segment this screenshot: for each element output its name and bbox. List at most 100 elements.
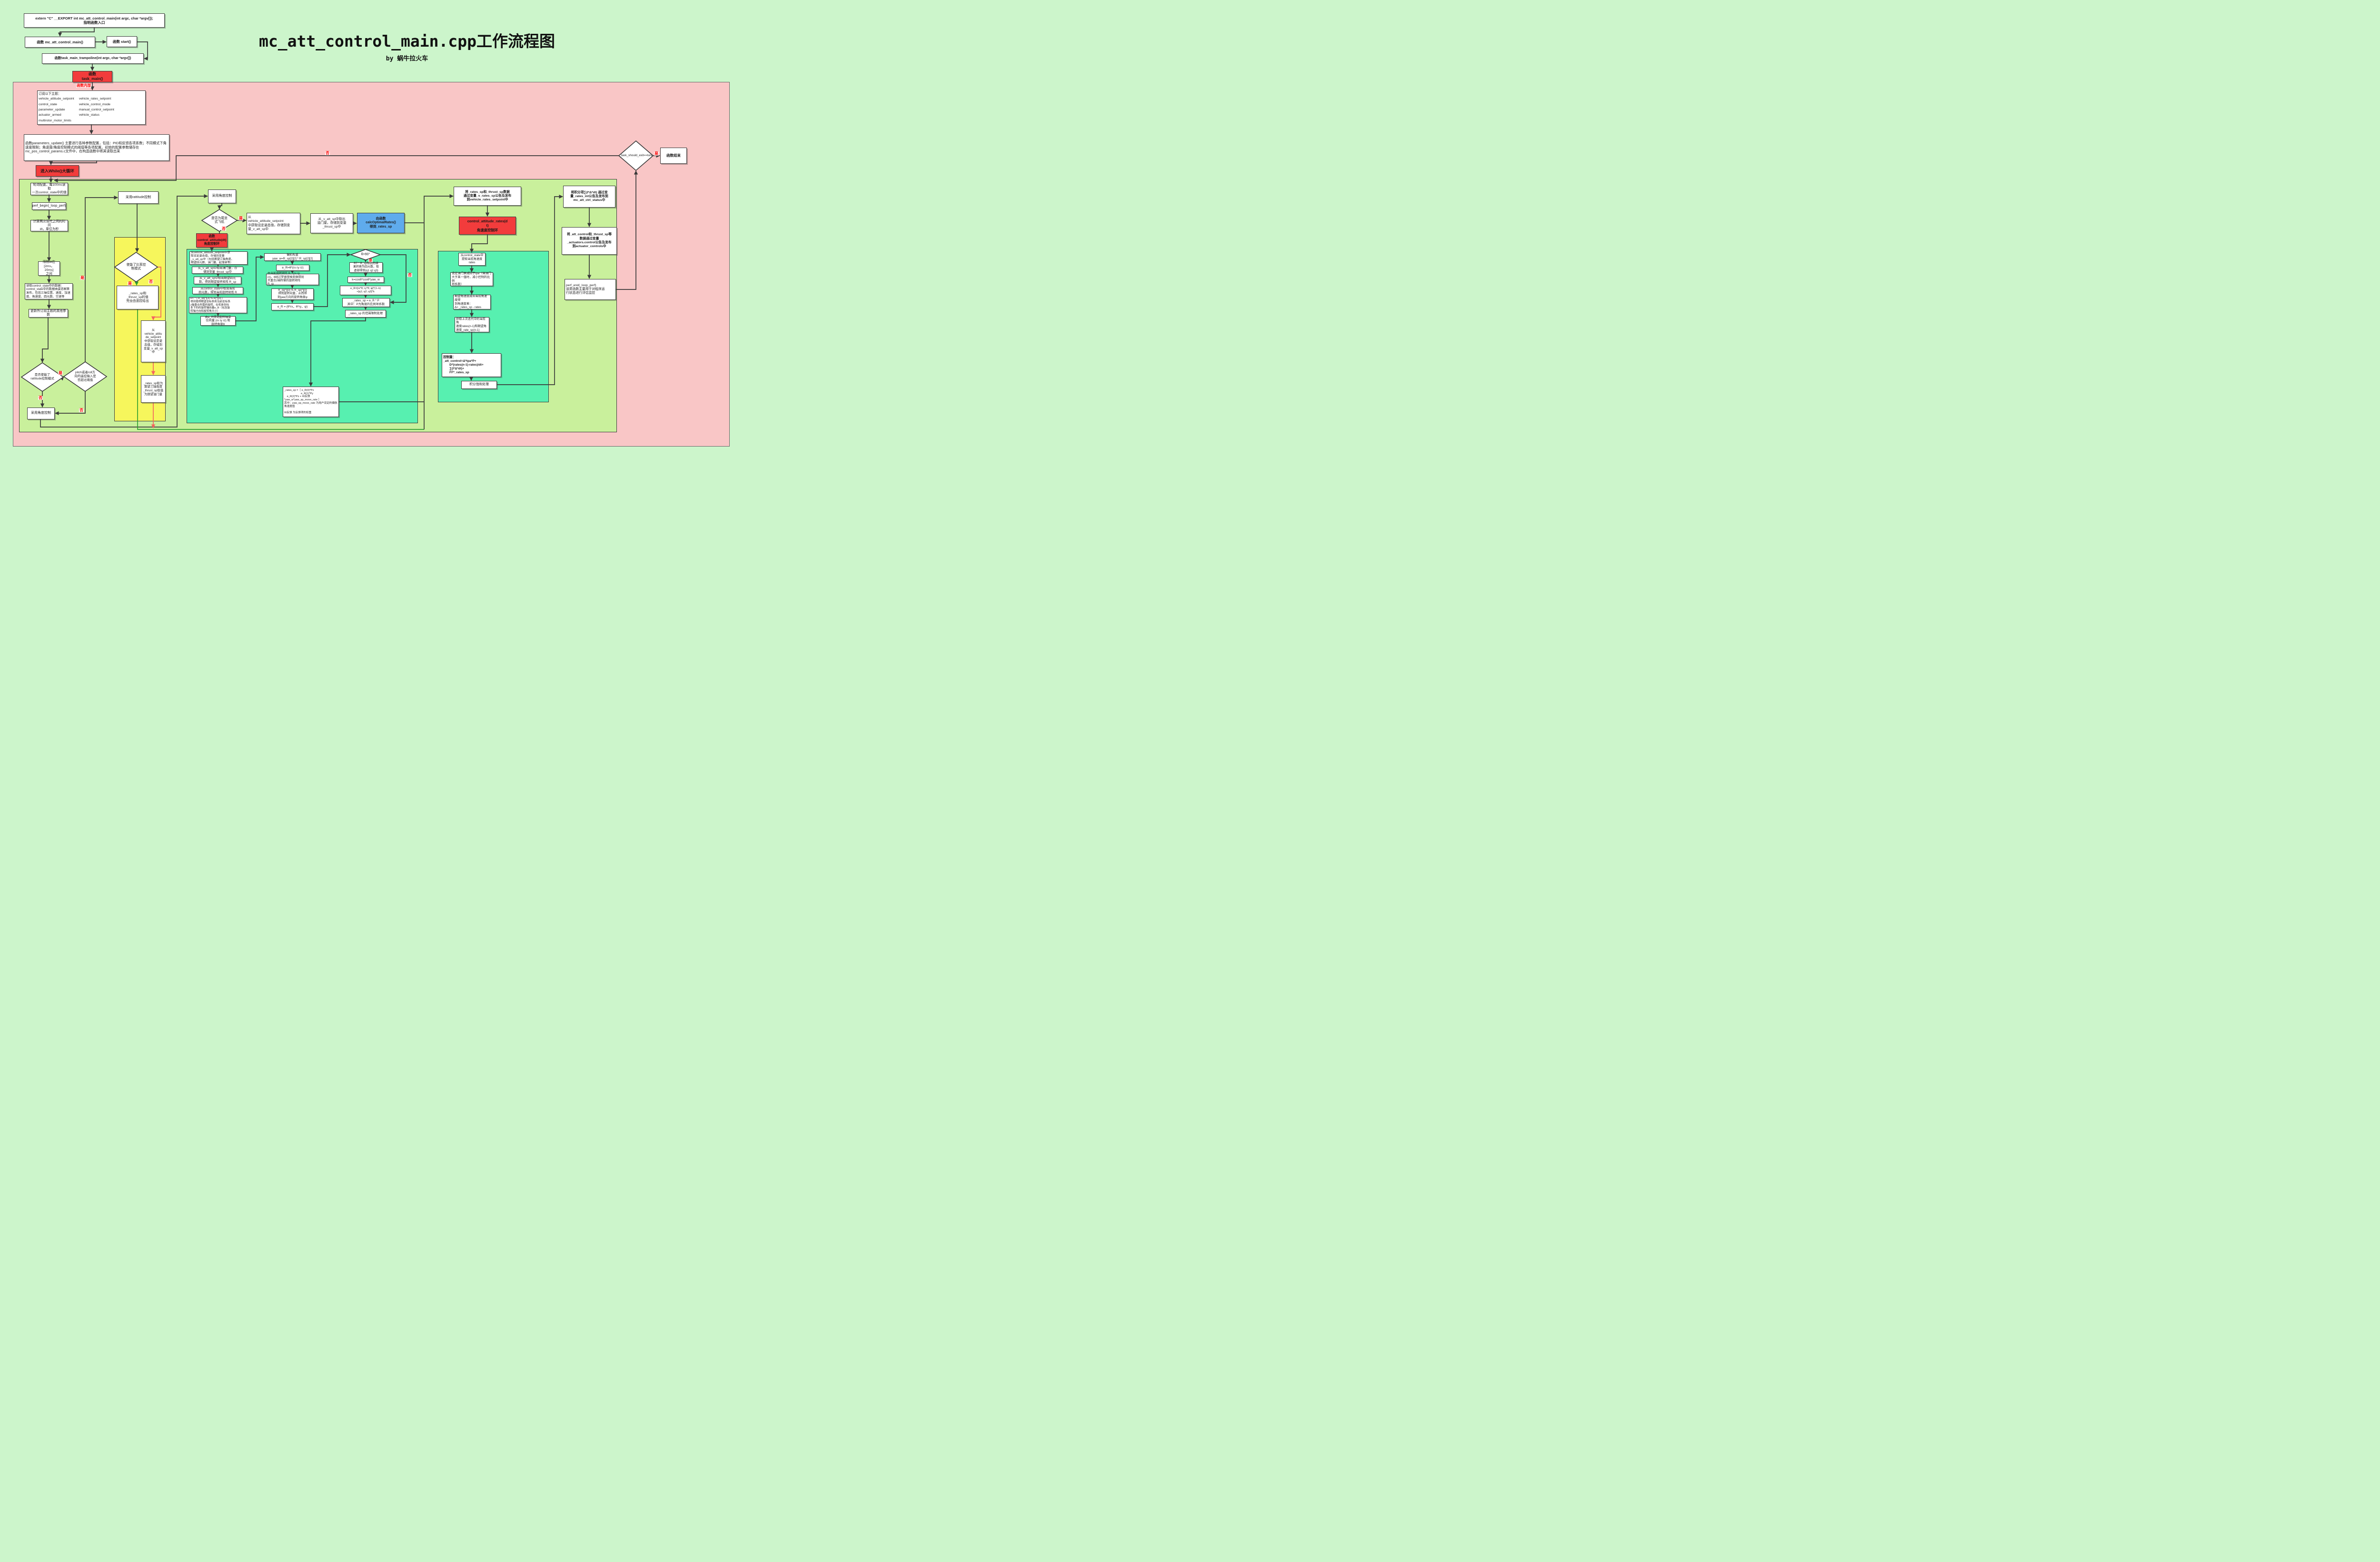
node-att-er-calc: RT * ( R_sp[*][3] % R[*][3] ) 得到使得期望坐标系和… bbox=[189, 297, 247, 313]
node-rates-mode-enabled-shape bbox=[114, 252, 159, 282]
node-fn-task-main-trampoline: 函数task_main_trampoline(int argc, char *a… bbox=[42, 53, 144, 64]
node-rattitude-enabled-shape bbox=[20, 362, 64, 392]
node-parameters-update: 函数parameters_update() 主要进行各种参数配置，包括：PID和… bbox=[24, 134, 169, 161]
edge-c5-to-formula bbox=[308, 318, 366, 387]
node-extern-entry: extern "C" __EXPORT int mc_att_control_m… bbox=[24, 13, 165, 28]
edge-d2-yes-rattitude bbox=[85, 195, 118, 362]
topic-item: actuator_armed bbox=[39, 113, 61, 117]
node-subscribe-topics-title: 订阅以下主题： bbox=[39, 92, 61, 96]
node-att-get-rsp: 从_v_att_sp中取出期望四元 数，得到期望旋转矩阵 R_sp bbox=[194, 277, 241, 284]
node-quat-imag: RT * R_sp得到的结 果转换为四元数，取 虚部得到(q1 q2 q3) bbox=[349, 262, 383, 273]
topic-item: vehicle_attitude_setpoint bbox=[39, 97, 74, 101]
node-task-should-exit: _task_should_exit==ture bbox=[619, 154, 653, 158]
node-stick-threshold: pitch或者roll方 向的遥控输入是 否超过阈值 bbox=[74, 371, 96, 382]
node-use-rattitude-control: 采用rattitude控制 bbox=[118, 191, 159, 204]
node-calc-dt: 计算两次迭代之间的时间 dt，单位为秒 bbox=[30, 220, 68, 231]
edge-b5-to-theta bbox=[314, 252, 351, 307]
flowchart-page: mc_att_control_main.cpp工作流程图 by 蜗牛拉火车 ex… bbox=[0, 0, 746, 457]
edge-perfend-to-exit bbox=[616, 170, 638, 290]
node-limit-dt: 限制dt在 [2ms，20ms] 之间 bbox=[38, 260, 60, 276]
edge-midangle-to-tailsitter bbox=[217, 203, 222, 209]
topic-item: multirotor_motor_limits bbox=[39, 119, 71, 122]
topic-item: parameter_update bbox=[39, 108, 65, 111]
node-publish-rates-int: 将积分项∑(I*Δ*dt) 通过变 量_rates_int公告及发布到 mc_a… bbox=[563, 186, 615, 208]
node-publish-actuators: 将_att_control和_thrust_sp等 数据通过变量 _actuat… bbox=[562, 227, 617, 255]
node-er-combined: e_R = (θ*rx，θ*ry，ψ) bbox=[271, 303, 314, 310]
edge-exit-no-loopback bbox=[54, 155, 619, 183]
node-fn-start: 函数 start() bbox=[107, 36, 137, 47]
topic-item: vehicle_status bbox=[79, 113, 99, 117]
node-fn-end: 函数结束 bbox=[660, 148, 687, 164]
node-perf-end: perf_end(_loop_perf) 该类函数主要用于对程序运 行状态进行评… bbox=[565, 279, 616, 300]
label-no-rattitude: 否 bbox=[38, 396, 43, 400]
node-rates-sp-formula: _rates_sp =［ e_R(0)*Px e_R(1)*Py e_R(2)*… bbox=[283, 387, 339, 417]
node-read-control-state: 读取control_state中的数据： control_state中的数据由姿… bbox=[25, 283, 73, 299]
node-fn-control-attitude-rates: control_attitude_rates(d t) 角速度控制环 bbox=[459, 217, 516, 235]
node-stick-threshold-shape bbox=[63, 361, 108, 392]
flowchart-diagram: extern "C" __EXPORT int mc_att_control_m… bbox=[0, 0, 746, 457]
node-is-tailsitter-shape bbox=[201, 209, 238, 232]
edge-a6-to-b1 bbox=[236, 255, 264, 321]
node-task-should-exit-shape bbox=[618, 140, 654, 171]
edge-angle-to-mid bbox=[40, 194, 208, 428]
edge-update-to-d1 bbox=[40, 318, 49, 363]
label-yes-tailsitter: 是 bbox=[238, 216, 243, 221]
label-no-stick: 否 bbox=[79, 408, 84, 413]
label-yes-rattitude: 是 bbox=[58, 371, 63, 376]
node-att-er-axis: 由e_R得到旋转轴单 位向量 (rx ry rz) 和 旋转角度θ bbox=[200, 316, 236, 326]
flowchart-connectors bbox=[20, 28, 660, 430]
node-enter-while-loop: 进入While()大循环 bbox=[36, 165, 79, 177]
label-no-tailsitter: 否 bbox=[221, 227, 226, 231]
node-publish-rates-sp: 将_rates_sp和_thrust_sp数据 通过变量_v_rates_sp公… bbox=[454, 187, 521, 206]
node-perf-begin: perf_begin(_loop_perf) bbox=[32, 202, 66, 210]
node-rates-sp-p: _rates_sp = e_R * P 其中：P为角度的比例项系数 bbox=[342, 298, 390, 307]
node-is-tailsitter: 是否为尾坐 式飞机 bbox=[211, 216, 228, 224]
node-get-thrust-top: 从_v_att_sp中取出 油门量，存储到变量 _thrust_sp中 bbox=[310, 213, 353, 233]
edge-t6-to-publishint bbox=[497, 194, 563, 385]
topic-item: vehicle_control_mode bbox=[79, 102, 110, 106]
edge-merge-to-publish bbox=[424, 194, 454, 429]
node-tpa-factor: 设定油门衰减因子tpa（当油门 大于某一值时，减小控制的比例 项系数） bbox=[450, 272, 493, 286]
label-yes-theta: 是 bbox=[368, 259, 373, 263]
node-use-angle-control-mid: 采用角度控制 bbox=[208, 189, 236, 203]
topic-item: manual_control_setpoint bbox=[79, 108, 114, 111]
edge-extern-to-main bbox=[58, 28, 95, 37]
node-get-att-sp-yellow: 从 vehicle_attitu de_setpoint 中获取设定姿 态值，存… bbox=[141, 320, 166, 362]
node-er-mix: e_R=[rx*θ; ry*θ; ψ]*(1−k) +[q1; q2; q3]*… bbox=[340, 286, 391, 295]
node-use-angle-control-bl: 采用角度控制 bbox=[27, 408, 55, 419]
node-integral-saturation: 积分饱和处理 bbox=[461, 381, 497, 389]
topic-item: control_state bbox=[39, 102, 57, 106]
node-prev-rates: 获取上次迭代中的当前角 速度rates(n-1)和期望角 速度_rate_sp(… bbox=[455, 317, 489, 332]
node-rates-from-rc: _rates_sp和 _thrust_sp的值 完全由遥控给出 bbox=[117, 286, 159, 309]
page-subtitle: by 蜗牛拉火车 bbox=[386, 55, 428, 62]
node-poll-config: 轮询配置，每100ms读取 一次control_state中的值 bbox=[30, 183, 68, 195]
node-fn-control-attitude: 函数 control_attitude(dt) 角度控制环 bbox=[196, 233, 228, 248]
page-title: mc_att_control_main.cpp工作流程图 bbox=[259, 32, 555, 50]
label-yes-rates-mode: 是 bbox=[128, 281, 132, 286]
node-update-other-topics: 更新所订阅主题的其他参数 bbox=[29, 309, 68, 318]
label-no-exit: 否 bbox=[325, 151, 330, 156]
node-fn-mc-att-control-main: 函数 mc_att_control_main() bbox=[25, 37, 95, 48]
edge-ratesmode-no bbox=[151, 267, 161, 320]
edge-theta-no bbox=[380, 254, 407, 305]
node-rates-mode-enabled: 使能了比率控 制模式 bbox=[126, 263, 146, 270]
label-fn-internal: 函数内部 bbox=[76, 83, 91, 88]
node-yaw-psi: R_rp[*][0] % R_sp[*][0] 得到旋转向量，从而得 到yaw方… bbox=[271, 289, 314, 300]
node-k-factor: k=cosθ*cosθ*yaw_w bbox=[347, 277, 384, 283]
edge-ratectrl-to-getrates bbox=[469, 235, 488, 253]
topic-item: vehicle_rates_setpoint bbox=[79, 97, 111, 101]
edge-start-to-trampoline bbox=[137, 41, 148, 61]
node-yaw-weight: 偏航权重 yaw_w=R_sp[2][2] * R_sp[2][2] bbox=[264, 253, 321, 261]
node-rattitude-enabled: 是否使能了 rattitude控制模式 bbox=[30, 373, 54, 380]
node-rate-error: 期望角速度减去当前角速度得 到角速度差： Δ= _rates_sp - rate… bbox=[453, 295, 491, 309]
node-get-att-sp-top: 从 vehicle_attitude_setpoint 中获取设定姿态值，存储到… bbox=[247, 213, 300, 234]
node-theta-gt-90: θ>90° bbox=[361, 252, 370, 256]
label-no-rates-mode: 否 bbox=[149, 279, 153, 284]
node-att-get-thrust: 从_v_att_sp中取出油门量，存 储到变量_thrust_sp中 bbox=[192, 267, 243, 274]
label-no-theta: 否 bbox=[407, 273, 412, 278]
node-theta-gt-90-shape bbox=[349, 249, 382, 260]
node-fn-task-main: 函数 task_main() bbox=[72, 71, 112, 82]
edge-d2-no-angle bbox=[55, 391, 86, 416]
node-att-get-r: 从control_state中取出当前 四元数，得到当前旋转矩阵 R bbox=[192, 287, 243, 294]
